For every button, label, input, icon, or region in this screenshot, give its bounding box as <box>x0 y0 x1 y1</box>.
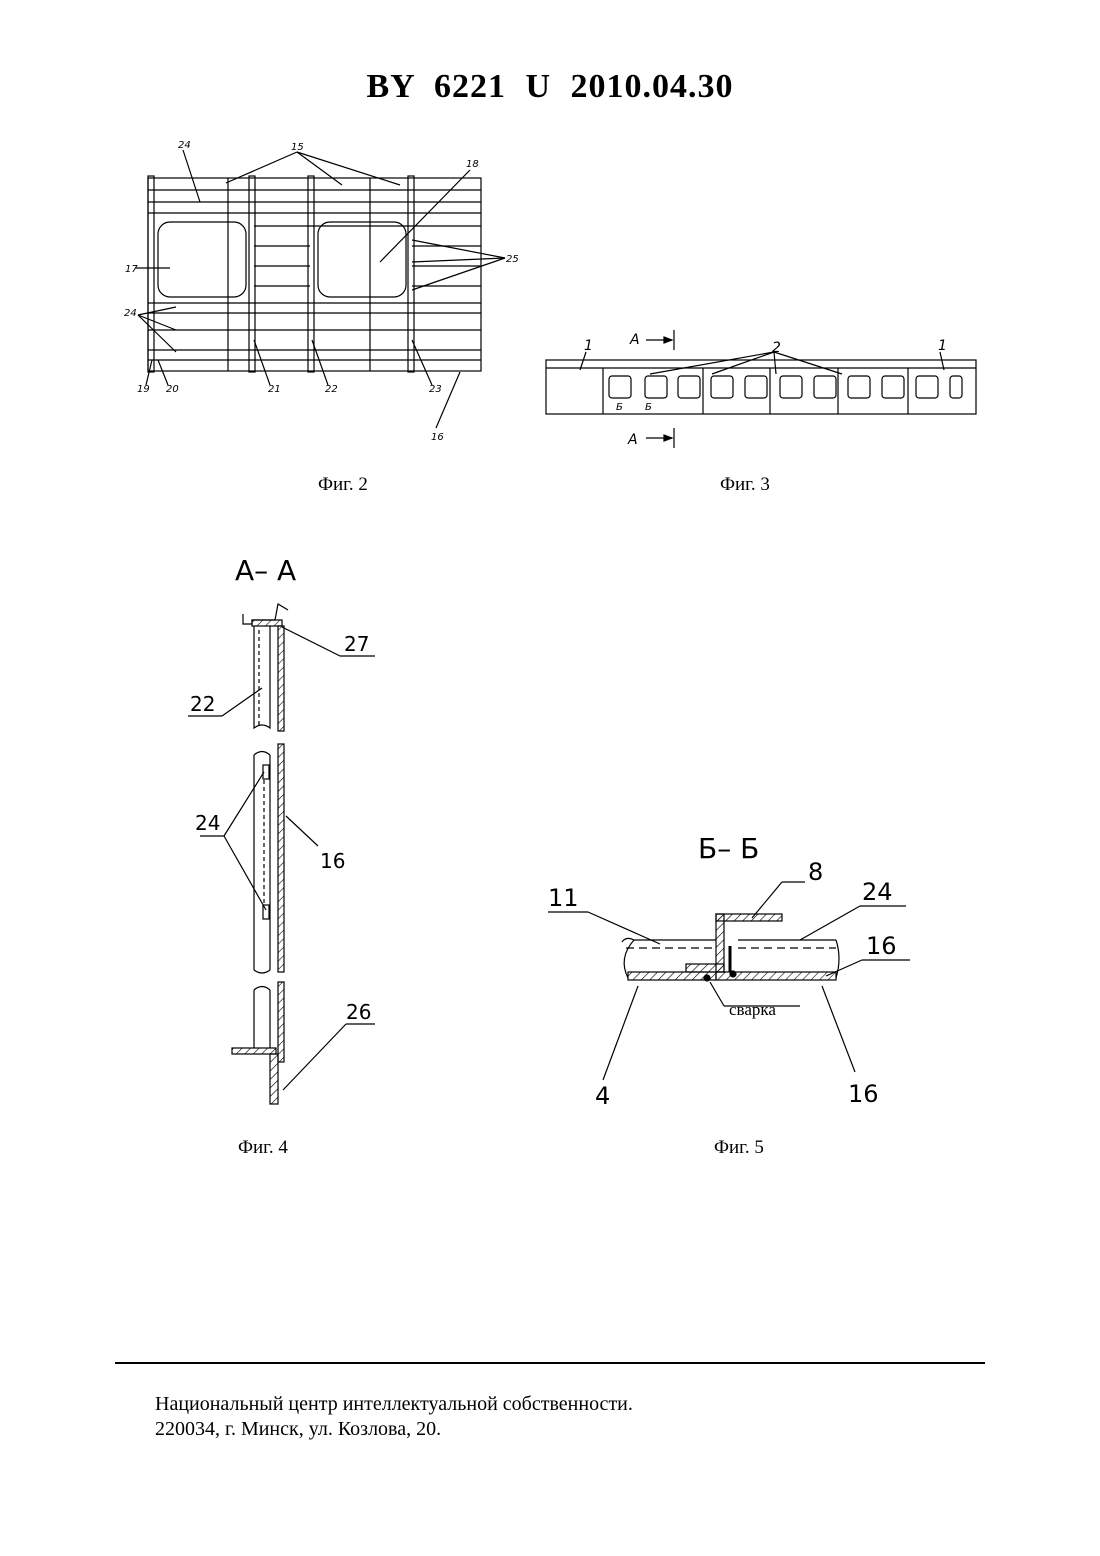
fig5-section-title: Б– Б <box>698 832 759 865</box>
fig5-label-24: 24 <box>862 878 893 906</box>
fig3-label-2: 2 <box>772 340 781 356</box>
fig3-section-a-bottom: А <box>627 432 638 448</box>
fig2-label-24-left: 24 <box>124 308 137 319</box>
fig4-label-26: 26 <box>346 1000 371 1024</box>
footer-line-1: Национальный центр интеллектуальной собс… <box>155 1392 633 1417</box>
fig3-section-a-top: А <box>629 332 640 348</box>
footer-divider <box>115 1362 985 1364</box>
figure-2-drawing <box>135 150 505 428</box>
fig4-section-title: А– А <box>235 554 296 587</box>
fig3-section-b-left: Б <box>616 402 623 413</box>
figure-3-drawing <box>546 330 976 448</box>
fig2-label-19: 19 <box>137 384 150 395</box>
footer: Национальный центр интеллектуальной собс… <box>155 1392 633 1442</box>
fig2-label-24-top: 24 <box>178 140 191 151</box>
figure-2-labels: 24 15 18 17 25 24 19 20 21 22 23 16 <box>124 140 519 443</box>
fig5-weld-note: сварка <box>729 1000 776 1019</box>
fig2-label-23: 23 <box>429 384 442 395</box>
figure-5-drawing <box>548 882 910 1080</box>
fig5-label-4: 4 <box>595 1082 610 1110</box>
fig2-label-25: 25 <box>506 254 519 265</box>
fig4-label-16: 16 <box>320 849 345 873</box>
fig3-label-1-right: 1 <box>938 338 947 354</box>
fig2-label-16: 16 <box>431 432 444 443</box>
fig4-label-24: 24 <box>195 811 220 835</box>
fig4-label-22: 22 <box>190 692 215 716</box>
footer-line-2: 220034, г. Минск, ул. Козлова, 20. <box>155 1417 633 1442</box>
fig3-label-1-left: 1 <box>584 338 593 354</box>
fig2-label-22: 22 <box>325 384 338 395</box>
figure-4-drawing <box>188 604 375 1104</box>
figure-5-caption: Фиг. 5 <box>714 1137 764 1159</box>
fig5-label-16-top: 16 <box>866 932 897 960</box>
figure-4-caption: Фиг. 4 <box>238 1137 288 1159</box>
fig5-label-8: 8 <box>808 858 823 886</box>
fig2-label-17: 17 <box>125 264 138 275</box>
figure-3-labels: 1 2 1 А А Б Б <box>584 332 947 448</box>
fig4-label-27: 27 <box>344 632 369 656</box>
fig2-label-18: 18 <box>466 159 479 170</box>
figure-3-caption: Фиг. 3 <box>720 474 770 496</box>
fig2-label-15: 15 <box>291 142 304 153</box>
fig5-label-16-bottom: 16 <box>848 1080 879 1108</box>
fig2-label-21: 21 <box>268 384 281 395</box>
fig5-label-11: 11 <box>548 884 579 912</box>
fig2-label-20: 20 <box>166 384 179 395</box>
figure-2-caption: Фиг. 2 <box>318 474 368 496</box>
fig3-section-b-right: Б <box>645 402 652 413</box>
